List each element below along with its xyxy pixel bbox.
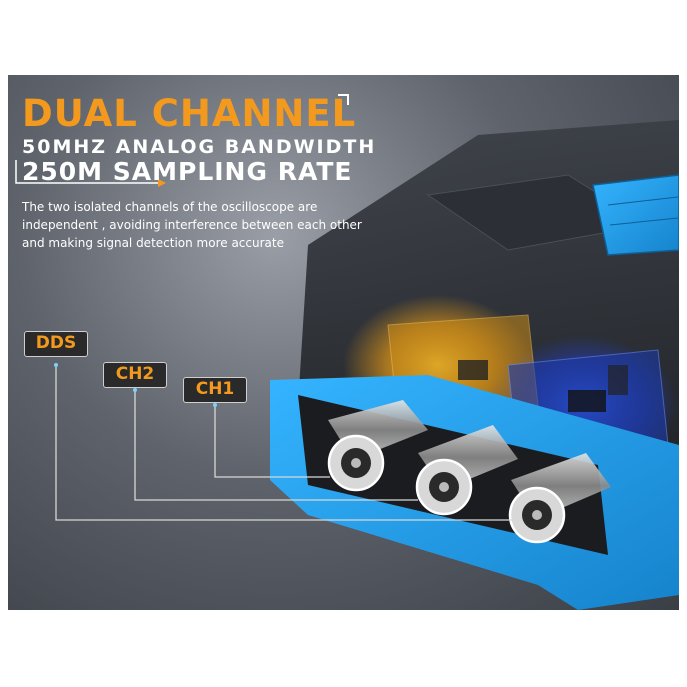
bnc-connector-ch1 [508,453,611,544]
leader-line-dds [55,365,513,521]
leader-line-ch2 [134,390,418,501]
headline: DUAL CHANNEL [22,92,357,135]
headline-bracket-right [338,94,349,105]
feature-description: The two isolated channels of the oscillo… [22,200,362,250]
port-label-ch1: CH1 [183,377,247,403]
leader-line-ch1 [214,405,330,478]
headline-bracket-left [15,160,158,184]
spec-sampling-rate: 250M SAMPLING RATE [22,157,353,186]
port-label-ch2: CH2 [103,362,167,388]
oscilloscope-cutaway-illustration [15,94,679,610]
device-top-blue-key [592,174,679,256]
bnc-connector-ch2 [415,425,518,516]
bnc-connector-dds [327,400,428,492]
port-label-dds: DDS [24,331,88,357]
spec-bandwidth: 50MHZ ANALOG BANDWIDTH [22,136,377,158]
product-banner: DUAL CHANNEL 50MHZ ANALOG BANDWIDTH 250M… [8,75,679,610]
bracket-arrow-icon [158,179,166,187]
